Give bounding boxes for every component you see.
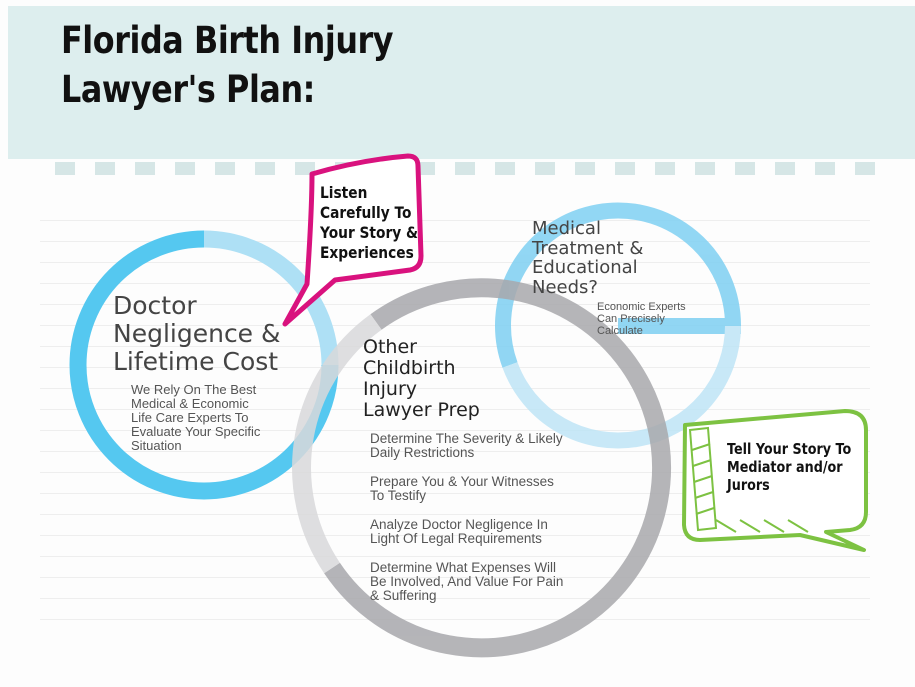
page-title: Florida Birth Injury Lawyer's Plan: (61, 16, 394, 114)
header-banner (8, 6, 915, 159)
title-line-2: Lawyer's Plan: (61, 68, 315, 111)
title-line-1: Florida Birth Injury (61, 19, 394, 62)
mediator-bubble (682, 409, 868, 552)
prep-ring (292, 278, 671, 658)
medical-ring (495, 202, 742, 449)
listen-bubble (282, 153, 424, 327)
